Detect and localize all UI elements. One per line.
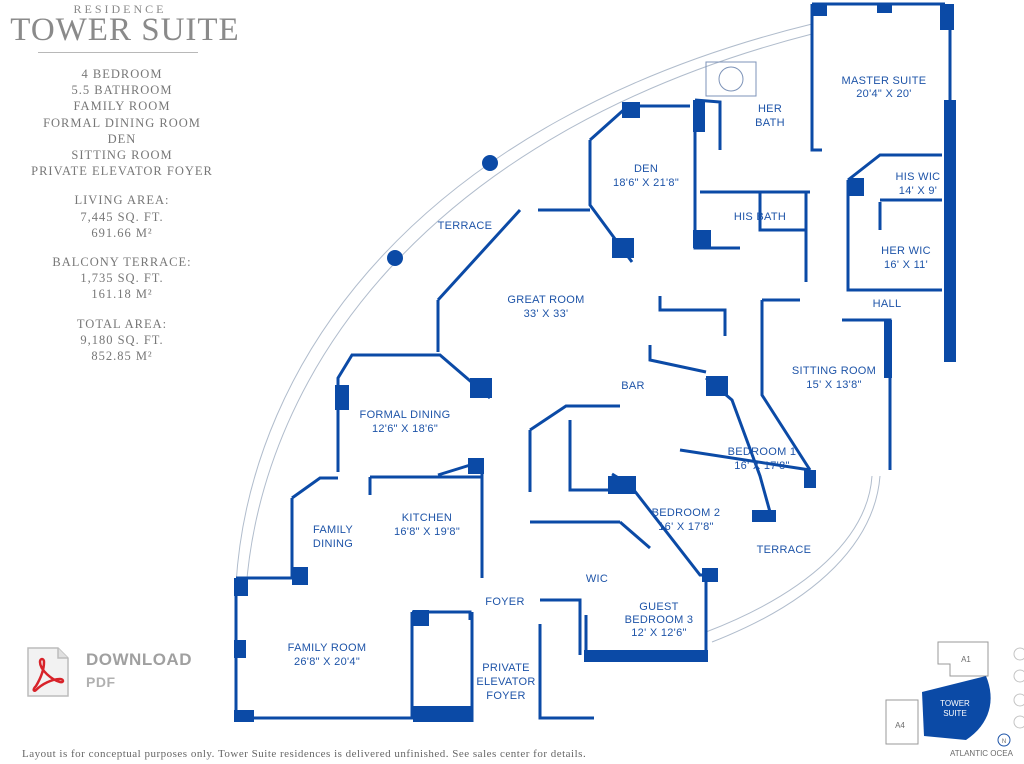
terrace-outline [711,475,881,643]
living-area-sqm: 691.66 M² [91,225,153,240]
terrace-outline [705,475,873,633]
balcony-area-label: BALCONY TERRACE: [52,255,192,270]
download-pdf-button[interactable]: DOWNLOAD PDF [22,646,202,697]
room-foyer-name: FOYER [485,596,524,608]
room-his-wic-name: HIS WIC [896,171,941,183]
room-master-suite-name: MASTER SUITE [842,75,927,87]
room-bar-name: BAR [621,380,645,392]
key-plan: A1 A4 TOWER SUITE N ATLANTIC OCEA [885,641,1024,758]
room-his-wic-dims: 14' X 9' [899,185,937,197]
room-den-dims: 18'6" X 21'8" [613,177,679,189]
keyplan-highlight-label: TOWER [940,699,970,708]
columns [234,4,956,722]
room-den-name: DEN [634,163,658,175]
room-bedroom2-dims: 16' X 17'8" [658,521,713,533]
keyplan-tower-suite [922,676,991,740]
terrace-planter-icon [387,250,403,266]
living-area-label: LIVING AREA: [74,193,170,208]
keyplan-highlight-label2: SUITE [943,709,967,718]
room-family-dining-name: FAMILY [313,524,353,536]
room-kitchen-dims: 16'8" X 19'8" [394,526,460,538]
room-hall-name: HALL [873,298,902,310]
keyplan-ocean-label: ATLANTIC OCEA [950,749,1014,758]
room-her-bath-name: HER [758,103,782,115]
room-formal-dining-dims: 12'6" X 18'6" [372,423,438,435]
feature-item: SITTING ROOM [71,148,173,163]
room-guest-bedroom-name: GUEST [639,601,678,613]
room-guest-bedroom-dims: 12' X 12'6" [631,627,686,639]
room-guest-bedroom-name2: BEDROOM 3 [625,614,694,626]
room-sitting-room-dims: 15' X 13'8" [806,379,861,391]
page-title: TOWER SUITE [10,12,240,48]
room-family-room-name: FAMILY ROOM [288,642,367,654]
room-her-wic-dims: 16' X 11' [884,259,928,271]
walls [234,2,952,722]
room-elevator-foyer-name: PRIVATE [482,662,530,674]
total-area-sqm: 852.85 M² [91,349,153,364]
north-label: N [1002,739,1006,745]
terrace-outline [235,23,813,585]
keyplan-a4-label: A4 [895,721,905,730]
room-bedroom1-name: BEDROOM 1 [728,446,797,458]
room-labels: MASTER SUITE 20'4" X 20' HER BATH DEN 18… [288,75,941,702]
room-master-suite-dims: 20'4" X 20' [856,88,911,100]
room-elevator-foyer-name2: ELEVATOR [476,676,535,688]
title-divider [38,52,198,53]
north-arrow-icon [997,733,1011,747]
room-great-room-name: GREAT ROOM [507,294,584,306]
room-terrace-top-name: TERRACE [438,220,493,232]
balcony-area-sqft: 1,735 SQ. FT. [80,271,164,286]
feature-item: DEN [107,131,137,146]
download-format[interactable]: PDF [86,674,116,690]
feature-item: FAMILY ROOM [73,99,171,114]
feature-item: 5.5 BATHROOM [71,83,173,98]
room-wic-name: WIC [586,573,608,585]
room-her-wic-name: HER WIC [881,245,931,257]
room-her-bath-name2: BATH [755,117,785,129]
room-family-room-dims: 26'8" X 20'4" [294,656,360,668]
keyplan-building-a1 [937,641,989,677]
room-bedroom2-name: BEDROOM 2 [652,507,721,519]
total-area-sqft: 9,180 SQ. FT. [80,332,164,347]
room-family-dining-name2: DINING [313,538,353,550]
balcony-area-sqm: 161.18 M² [91,287,153,302]
feature-item: 4 BEDROOM [81,67,163,81]
living-area-sqft: 7,445 SQ. FT. [80,209,164,224]
residence-label: RESIDENCE [73,2,167,16]
room-his-bath-name: HIS BATH [734,211,786,223]
total-area-label: TOTAL AREA: [76,316,168,331]
features-list: 4 BEDROOM 5.5 BATHROOM FAMILY ROOM FORMA… [0,66,244,364]
keyplan-a1-label: A1 [961,655,971,664]
download-label[interactable]: DOWNLOAD [86,650,192,669]
terrace-outline [245,33,813,591]
room-sitting-room-name: SITTING ROOM [792,365,876,377]
keyplan-building-a4 [885,699,919,745]
bathtub-icon [705,61,757,97]
room-kitchen-name: KITCHEN [402,512,452,524]
disclaimer-text: Layout is for conceptual purposes only. … [22,748,587,760]
room-great-room-dims: 33' X 33' [524,308,569,320]
room-elevator-foyer-name3: FOYER [486,690,525,702]
room-bedroom1-dims: 16' X 17'8" [734,460,789,472]
terrace-planter-icon [482,155,498,171]
pdf-icon [27,647,69,697]
room-terrace-bottom-name: TERRACE [757,544,812,556]
feature-item: PRIVATE ELEVATOR FOYER [31,164,213,179]
room-formal-dining-name: FORMAL DINING [360,409,451,421]
feature-item: FORMAL DINING ROOM [43,115,201,130]
